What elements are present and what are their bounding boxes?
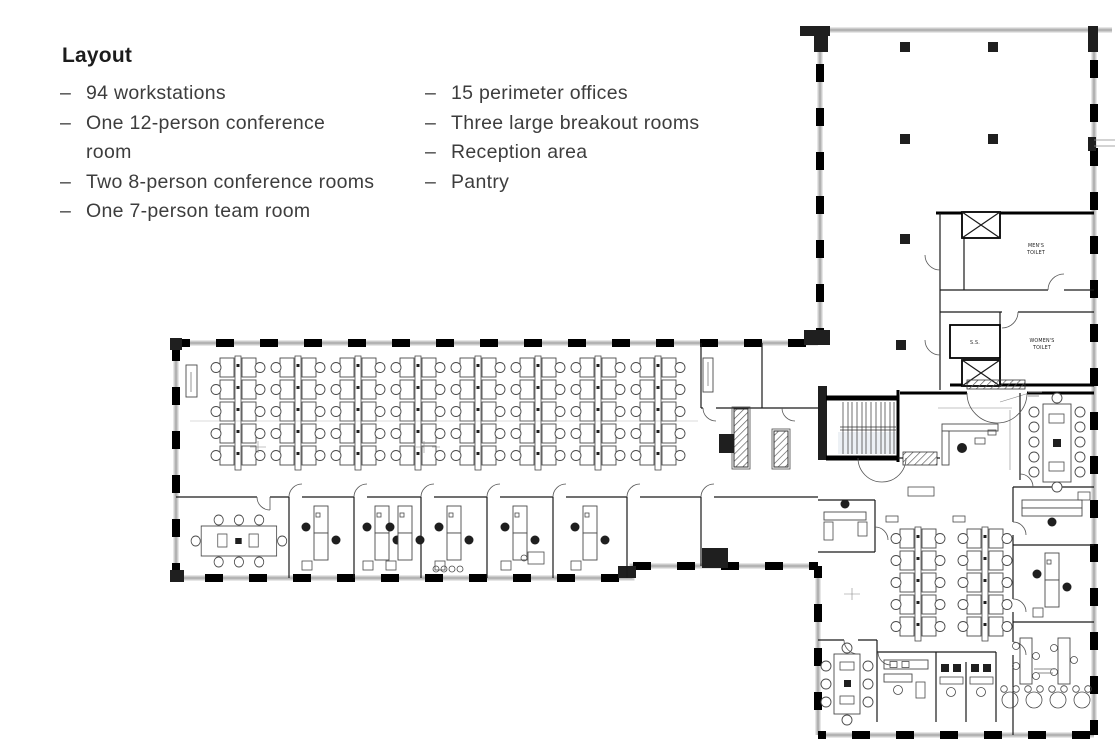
office-desk	[500, 505, 540, 571]
service-shaft-label: S.S.	[970, 340, 980, 346]
structural-columns	[896, 42, 998, 350]
perimeter-office-walls	[176, 343, 818, 578]
workstation-cluster	[270, 355, 326, 471]
list-item: –Reception area	[425, 138, 699, 168]
bullet-dash: –	[425, 141, 437, 163]
office-desk	[570, 505, 610, 571]
mens-toilet-label: TOILET	[1026, 250, 1045, 256]
bullet-dash: –	[425, 82, 437, 104]
bullet-dash: –	[60, 111, 72, 134]
mens-toilet-label: MEN'S	[1028, 243, 1044, 249]
bullet-dash: –	[60, 82, 72, 104]
console-table	[907, 486, 935, 497]
list-item: –One 7-person team room	[60, 197, 425, 227]
office-desk	[1032, 552, 1072, 618]
pantry-table	[1024, 685, 1044, 709]
entry-mat	[966, 379, 1026, 390]
womens-toilet-label: TOILET	[1032, 345, 1051, 351]
toilet-block: MEN'S TOILET WOMEN'S TOILET S.S.	[936, 211, 1094, 390]
core-shafts	[702, 357, 791, 470]
list-item: –15 perimeter offices	[425, 79, 699, 109]
reception-desk	[938, 391, 1042, 470]
office-desk	[434, 505, 474, 571]
stairwell	[818, 386, 900, 462]
list-item: –Two 8-person conference rooms	[60, 168, 425, 198]
list-item-text: Two 8-person conference rooms	[86, 170, 375, 193]
layout-list-1: –94 workstations –One 12-person conferen…	[60, 79, 425, 227]
list-item: –Three large breakout rooms	[425, 109, 699, 139]
perimeter-offices	[301, 505, 610, 573]
list-item: –94 workstations	[60, 79, 425, 109]
conference-table-12p	[1028, 392, 1086, 493]
service-shaft-room	[949, 324, 1001, 359]
list-item-text: 15 perimeter offices	[451, 82, 628, 104]
list-item: –One 12-person conference room	[60, 109, 425, 168]
workstation-cluster	[450, 355, 506, 471]
right-perimeter-offices	[1012, 487, 1094, 735]
bullet-dash: –	[425, 111, 437, 134]
office-desk	[301, 505, 341, 571]
bullet-dash: –	[60, 200, 72, 222]
left-wing	[176, 343, 818, 578]
workstation-cluster	[630, 355, 686, 471]
lower-left-rooms	[818, 499, 997, 726]
entry-mat	[902, 451, 938, 466]
phone-room-seats	[939, 663, 964, 697]
list-item: –Pantry	[425, 168, 699, 198]
layout-columns: –94 workstations –One 12-person conferen…	[60, 79, 699, 227]
workstation-cluster	[570, 355, 626, 471]
door-arcs	[256, 254, 1065, 666]
pantry-table	[1000, 685, 1020, 709]
list-item-text: One 12-person conference room	[86, 111, 326, 164]
open-plan-workstations	[844, 515, 1013, 642]
workstation-cluster	[510, 355, 566, 471]
phone-room-seats	[969, 663, 994, 697]
workstation-cluster	[390, 355, 446, 471]
exterior-walls	[170, 26, 1115, 739]
conference-room-12p	[1013, 392, 1094, 493]
workstation-cluster	[210, 355, 266, 471]
list-item-text: Pantry	[451, 170, 510, 193]
pantry-table	[1048, 685, 1068, 709]
right-wing: MEN'S TOILET WOMEN'S TOILET S.S.	[818, 42, 1094, 735]
pantry-table	[1072, 685, 1092, 709]
conference-room-8p	[190, 514, 288, 568]
list-item-text: One 7-person team room	[86, 200, 311, 222]
conference-table-8p	[190, 514, 288, 568]
workstation-cluster	[330, 355, 386, 471]
suite-entry	[898, 379, 1094, 497]
layout-list-2: –15 perimeter offices –Three large break…	[425, 79, 699, 197]
workstation-cluster	[890, 526, 946, 642]
list-item-text: 94 workstations	[86, 82, 226, 104]
office-desk	[385, 505, 425, 571]
open-office-workstations	[185, 355, 698, 471]
layout-title: Layout	[62, 44, 133, 67]
pantry	[1000, 637, 1092, 709]
elevator-shaft	[961, 211, 1001, 239]
list-item-text: Three large breakout rooms	[451, 111, 700, 134]
list-item-text: Reception area	[451, 141, 588, 163]
conference-table-8p	[820, 642, 874, 726]
womens-toilet-label: WOMEN'S	[1029, 338, 1054, 344]
layout-panel: Layout –94 workstations –One 12-person c…	[60, 44, 699, 227]
office-desk	[362, 505, 402, 571]
bullet-dash: –	[425, 170, 437, 193]
workstation-cluster	[957, 526, 1013, 642]
bullet-dash: –	[60, 170, 72, 193]
